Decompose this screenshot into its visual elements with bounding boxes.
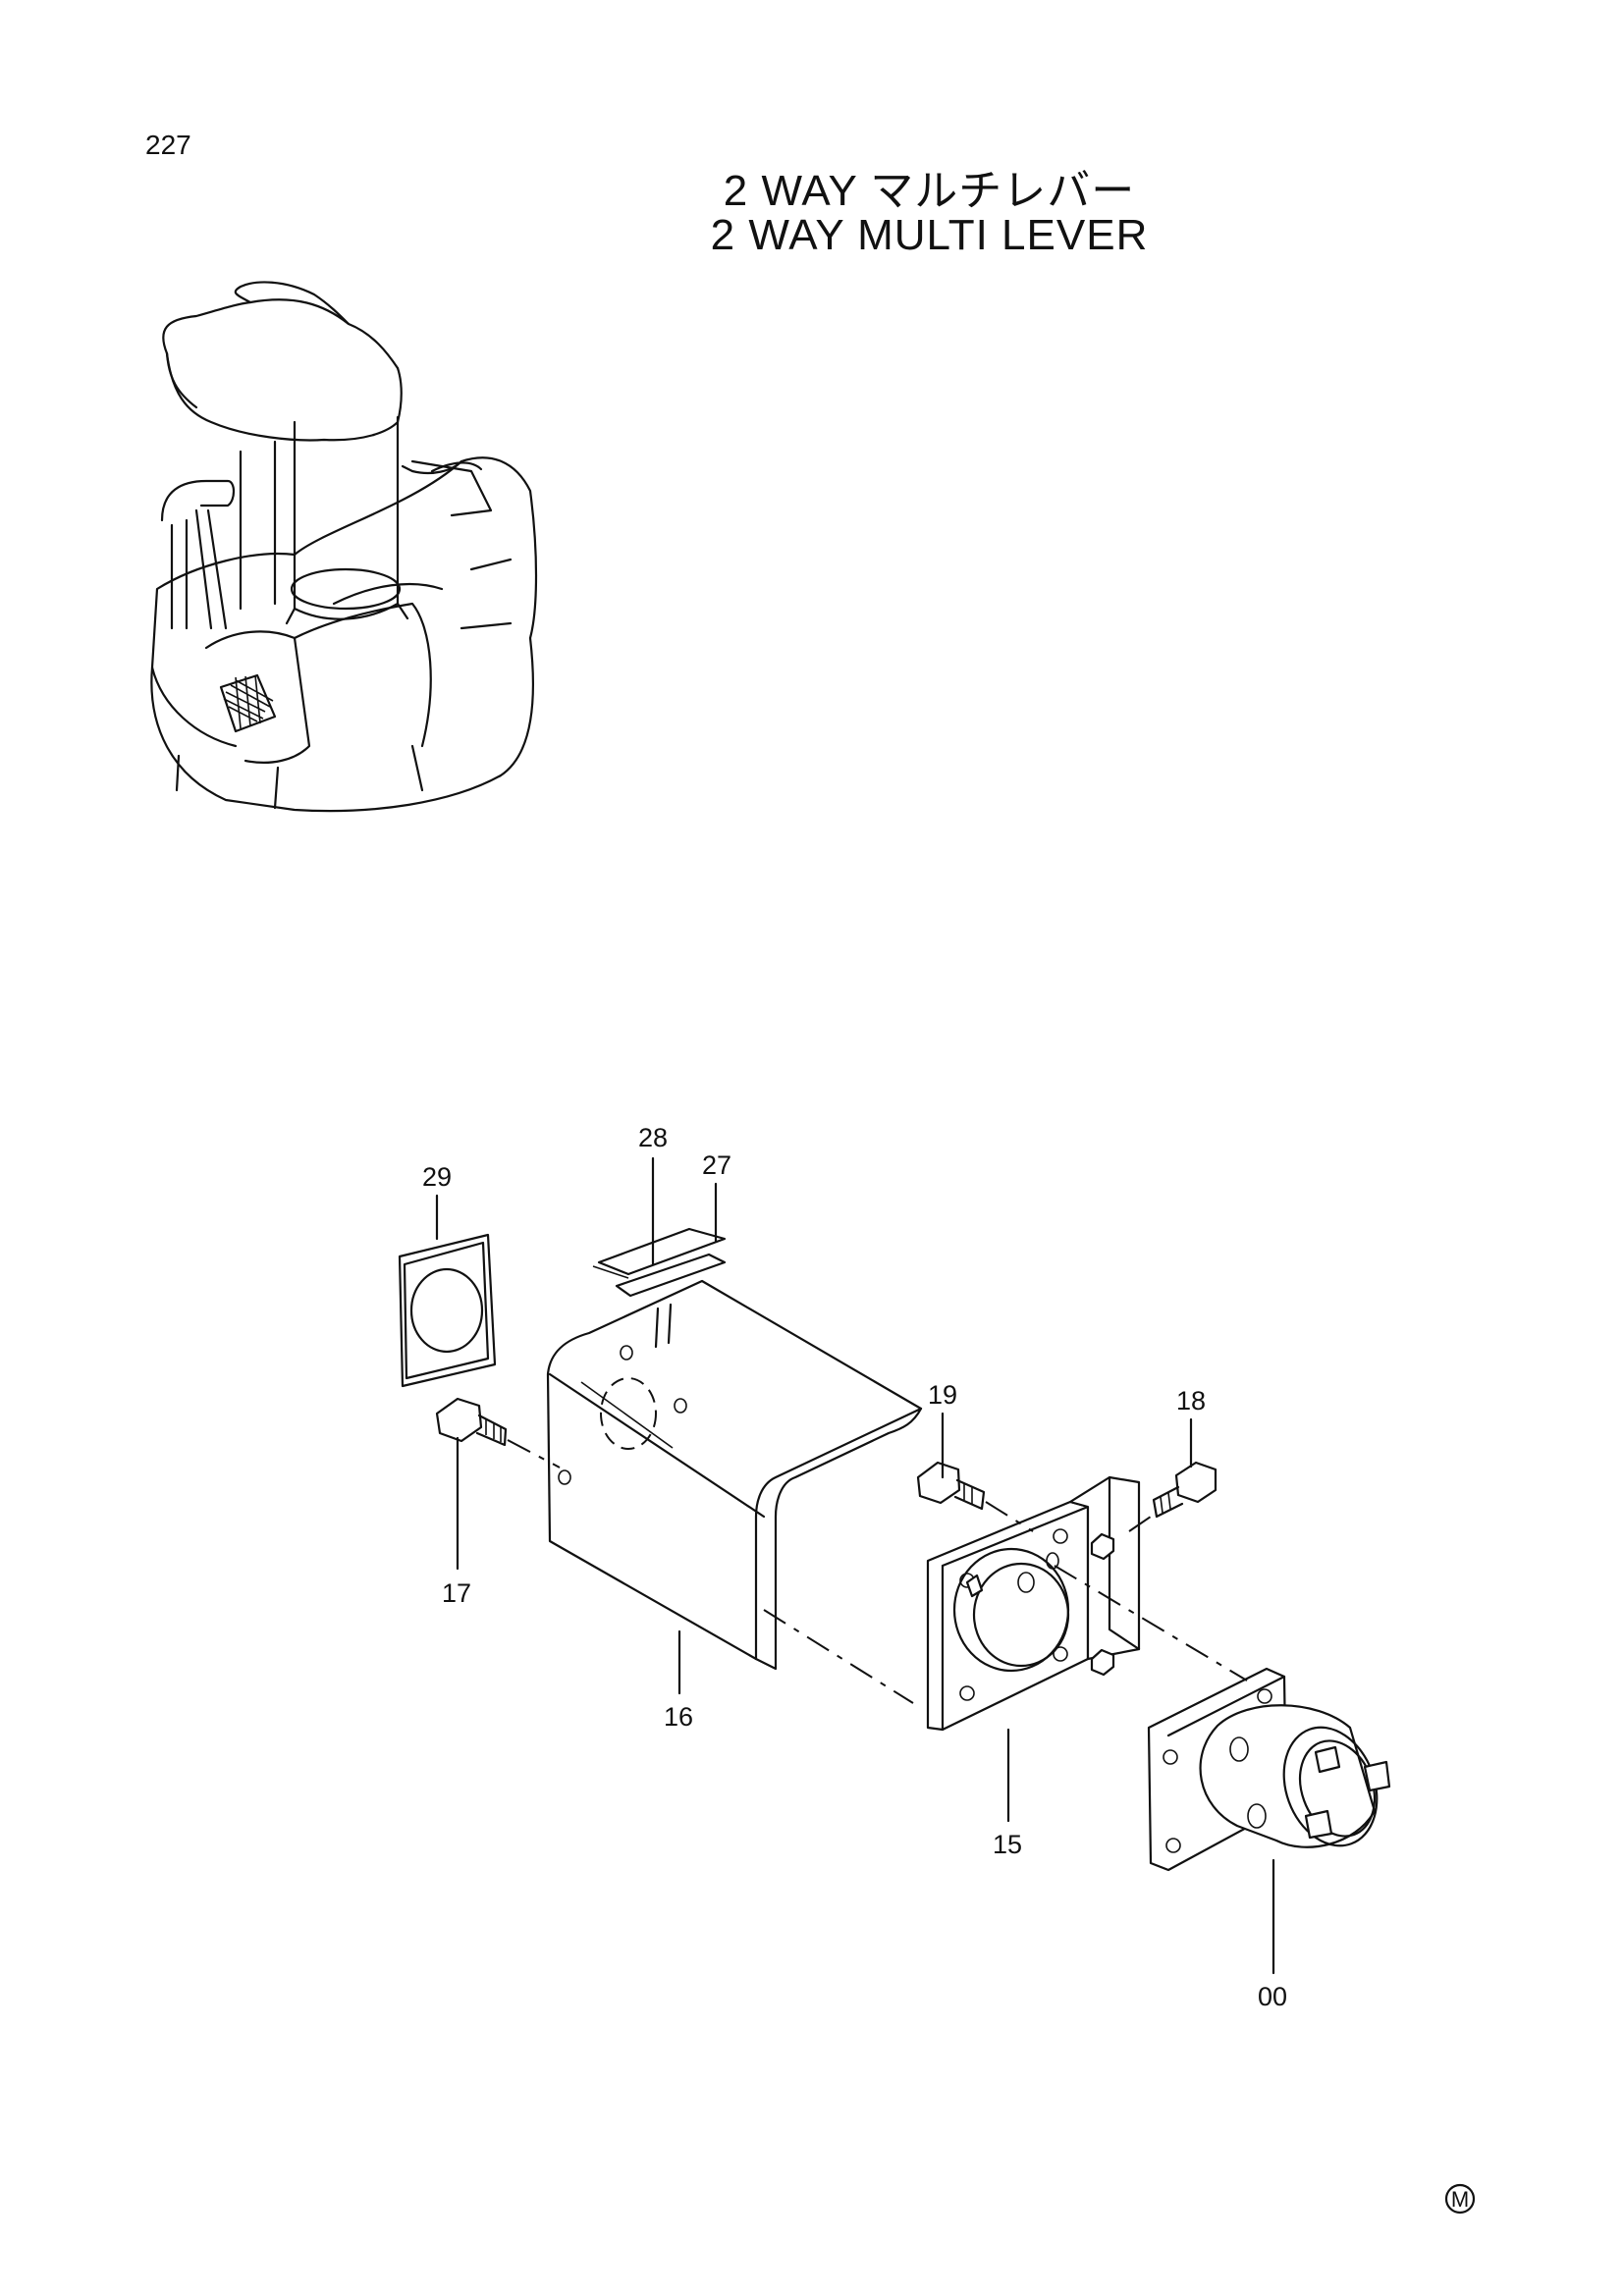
part-15-bracket [926, 1475, 1141, 1732]
callout-16: 16 [664, 1702, 693, 1732]
title-english: 2 WAY MULTI LEVER [710, 211, 1149, 259]
part-17-bolt [435, 1397, 508, 1447]
part-29-cover-plate [398, 1233, 497, 1388]
machine-overview-illustration [150, 281, 538, 813]
part-19-bolt [916, 1461, 986, 1511]
callout-18: 18 [1176, 1386, 1206, 1415]
callout-29: 29 [422, 1162, 452, 1192]
callout-27: 27 [702, 1150, 731, 1180]
callout-15: 15 [993, 1830, 1022, 1859]
part-28-27-decal-strips [592, 1227, 727, 1298]
part-18-bolt [1152, 1461, 1217, 1519]
page-number: 227 [145, 130, 191, 160]
callout-labels: 28 27 29 19 18 17 16 15 00 [422, 1123, 1287, 2011]
mark-symbol-text: M [1451, 2187, 1469, 2212]
part-16-bent-cover [546, 1279, 923, 1671]
title-japanese: 2 WAY マルチレバー [723, 167, 1136, 215]
callout-00: 00 [1258, 1982, 1287, 2011]
callout-28: 28 [638, 1123, 668, 1152]
leader-lines [435, 1156, 1275, 1975]
circled-m-mark: M [1444, 2183, 1476, 2215]
callout-19: 19 [928, 1380, 957, 1410]
part-00-switch-assembly [1147, 1667, 1391, 1872]
callout-17: 17 [442, 1578, 471, 1608]
assembly-center-lines [507, 1303, 1248, 1704]
